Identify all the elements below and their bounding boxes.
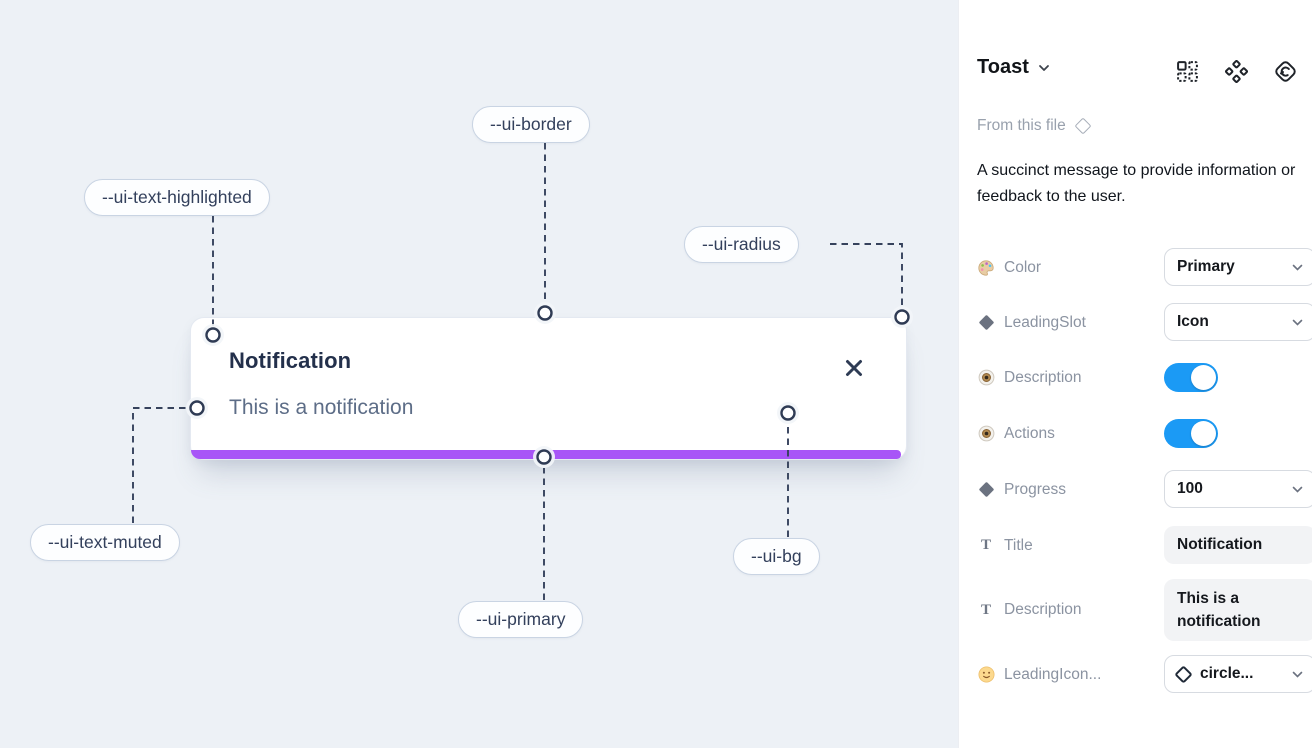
leadingicon-select-value: circle... [1200, 665, 1254, 682]
eye-icon [977, 369, 995, 386]
prop-row-title: T Title Notification [977, 526, 1312, 565]
smiley-icon [977, 666, 995, 683]
components-icon[interactable] [1225, 60, 1248, 83]
toggle-knob [1191, 421, 1216, 446]
toast-component[interactable]: Notification This is a notification [190, 317, 907, 460]
toggle-knob [1191, 365, 1216, 390]
source-label: From this file [977, 117, 1066, 134]
title-input[interactable]: Notification [1164, 526, 1312, 564]
prop-row-leadingslot: LeadingSlot Icon [977, 303, 1312, 342]
eye-icon [977, 425, 995, 442]
prop-label-text: Title [1004, 536, 1033, 554]
component-description: A succinct message to provide informatio… [977, 162, 1296, 205]
token-label-ui-text-muted[interactable]: --ui-text-muted [30, 524, 180, 561]
description-toggle[interactable] [1164, 363, 1218, 392]
prop-row-actions-toggle: Actions [977, 414, 1297, 453]
prop-row-description-toggle: Description [977, 358, 1297, 397]
prop-label-text: Color [1004, 258, 1042, 276]
chevron-down-icon [1292, 486, 1303, 493]
diamond-icon [977, 314, 995, 331]
actions-toggle[interactable] [1164, 419, 1218, 448]
prop-row-color: Color Primary [977, 248, 1312, 287]
token-label-ui-bg[interactable]: --ui-bg [733, 538, 820, 575]
prop-label-text: Description [1004, 368, 1082, 386]
properties-panel: Toast From this file A succinct message … [958, 0, 1312, 748]
prop-label-text: LeadingSlot [1004, 313, 1086, 331]
toast-progress-bar [191, 450, 901, 459]
prop-label-text: Actions [1004, 424, 1055, 442]
text-icon: T [980, 601, 991, 618]
component-name: Toast [977, 56, 1029, 78]
diamond-icon [977, 481, 995, 498]
token-label-ui-primary[interactable]: --ui-primary [458, 601, 584, 638]
toast-title: Notification [229, 348, 352, 373]
leadingslot-select[interactable]: Icon [1164, 303, 1312, 341]
chevron-down-icon [1292, 319, 1303, 326]
toast-description: This is a notification [229, 396, 414, 419]
prop-row-progress: Progress 100 [977, 470, 1312, 509]
text-icon: T [980, 537, 991, 553]
file-diamond-icon [1074, 117, 1092, 135]
color-select[interactable]: Primary [1164, 248, 1312, 286]
prop-label-text: LeadingIcon... [1004, 665, 1102, 683]
chevron-down-icon [1038, 64, 1049, 71]
token-label-ui-radius[interactable]: --ui-radius [684, 226, 799, 263]
source-row: From this file [977, 117, 1092, 135]
close-icon[interactable] [843, 357, 865, 379]
token-label-ui-text-highlighted[interactable]: --ui-text-highlighted [84, 179, 270, 216]
subframe-logo-icon[interactable] [1274, 60, 1297, 83]
chevron-down-icon [1292, 264, 1303, 271]
prop-row-leadingicon: LeadingIcon... circle... [977, 655, 1312, 694]
prop-label-text: Description [1004, 601, 1082, 618]
token-label-ui-border[interactable]: --ui-border [472, 106, 590, 143]
canvas: Notification This is a notification --ui… [0, 0, 958, 748]
icon-diamond-glyph [1174, 664, 1193, 684]
progress-select-value: 100 [1177, 480, 1203, 497]
chevron-down-icon [1292, 671, 1303, 678]
palette-icon [977, 259, 995, 277]
leadingicon-select[interactable]: circle... [1164, 655, 1312, 693]
prop-label-text: Progress [1004, 480, 1067, 498]
instance-grid-icon[interactable] [1176, 60, 1199, 83]
color-select-value: Primary [1177, 258, 1235, 275]
progress-select[interactable]: 100 [1164, 470, 1312, 508]
prop-row-description-text: T Description This is a notification [977, 579, 1312, 641]
leadingslot-select-value: Icon [1177, 313, 1209, 330]
component-selector[interactable]: Toast [977, 56, 1050, 79]
description-input[interactable]: This is a notification [1164, 579, 1312, 641]
